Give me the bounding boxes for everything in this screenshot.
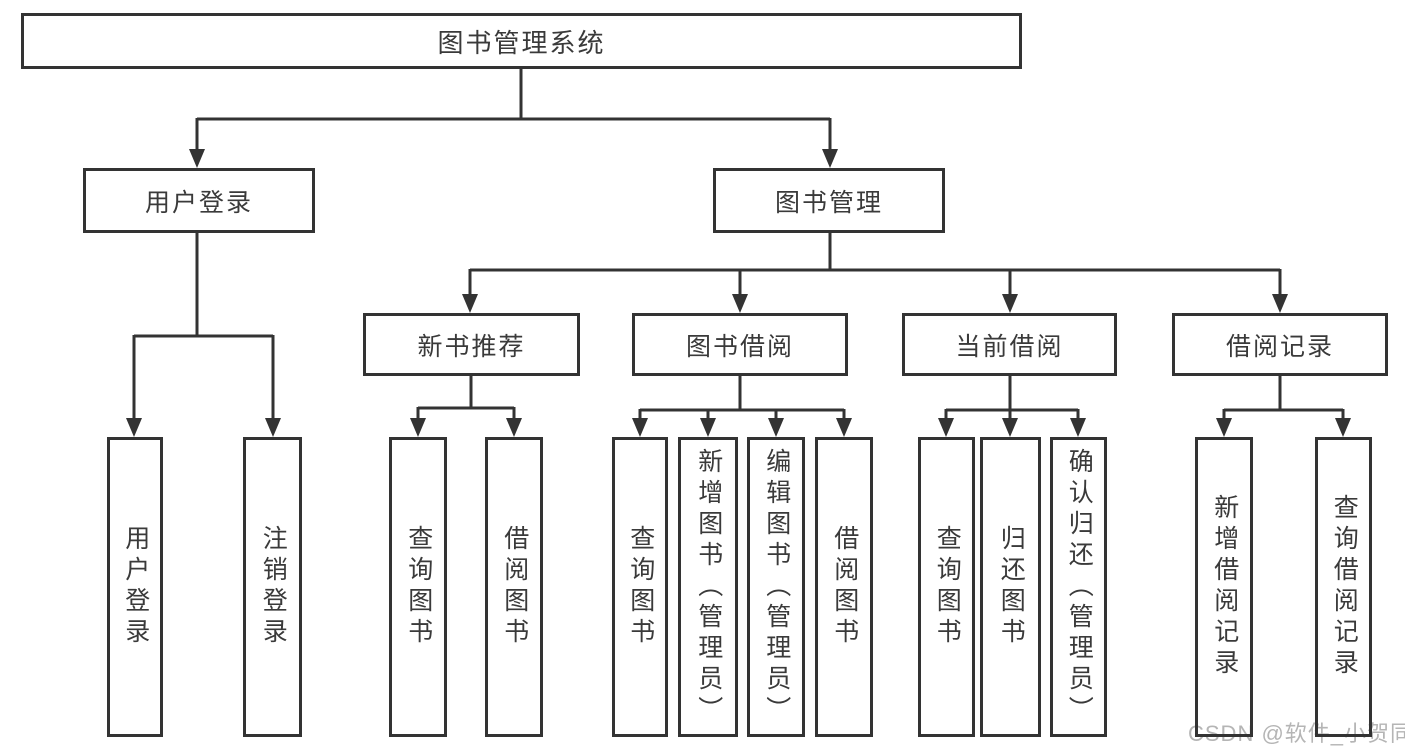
leaf-confirm-return-admin: 确认归还（管理员） [1050,437,1107,737]
node-book-borrowing: 图书借阅 [632,313,848,376]
watermark-text: CSDN @软件_小贺同学 [1188,721,1405,746]
arrowhead [1002,418,1018,437]
leaf-add-borrow-record: 新增借阅记录 [1195,437,1253,737]
node-label: 用户登录 [144,188,253,217]
node-label: 图书管理 [774,188,883,217]
arrowhead [822,149,838,168]
connector-current-to-leaves [944,376,1080,420]
arrowhead [732,294,748,313]
node-label: 借阅图书 [500,525,529,649]
arrowhead [632,418,648,437]
node-new-book-recommend: 新书推荐 [363,313,580,376]
leaf-query-book-current: 查询图书 [918,437,975,737]
leaf-return-book: 归还图书 [980,437,1041,737]
connector-records-to-leaves [1222,376,1345,420]
arrowhead [189,149,205,168]
node-label: 归还图书 [997,525,1026,649]
connector-mgmt-to-level3 [468,233,1282,296]
connector-recommend-to-leaves [416,376,516,420]
node-label: 新增借阅记录 [1210,494,1239,680]
leaf-edit-book-admin: 编辑图书（管理员） [747,437,805,737]
leaf-query-borrow-record: 查询借阅记录 [1315,437,1372,737]
node-label: 当前借阅 [955,332,1064,361]
node-label: 编辑图书（管理员） [762,448,791,727]
arrowhead [1002,294,1018,313]
connector-root-to-level2 [195,69,832,150]
node-label: 新增图书（管理员） [694,448,723,727]
arrowhead [1272,294,1288,313]
node-label: 查询图书 [404,525,433,649]
node-user-login: 用户登录 [83,168,315,233]
node-book-management: 图书管理 [713,168,945,233]
arrowhead [1216,418,1232,437]
arrowhead [462,294,478,313]
leaf-borrow-book-borrowing: 借阅图书 [815,437,873,737]
arrowhead [768,418,784,437]
leaf-borrow-book-recommend: 借阅图书 [485,437,543,737]
node-label: 借阅记录 [1225,332,1334,361]
node-label: 查询图书 [933,525,962,649]
arrowheads [126,149,1351,437]
leaf-query-book-recommend: 查询图书 [389,437,447,737]
arrowhead [1070,418,1086,437]
arrowhead [1335,418,1351,437]
leaf-add-book-admin: 新增图书（管理员） [678,437,738,737]
node-current-borrowing: 当前借阅 [902,313,1117,376]
arrowhead [700,418,716,437]
connector-paths [132,69,1345,420]
connector-login-to-leaves [132,233,275,420]
node-library-system-root: 图书管理系统 [21,13,1022,69]
node-label: 确认归还（管理员） [1065,448,1094,727]
node-label: 借阅图书 [830,525,859,649]
arrowhead [938,418,954,437]
node-label: 新书推荐 [417,332,526,361]
node-label: 用户登录 [121,525,150,649]
node-label: 查询图书 [626,525,655,649]
connector-borrowing-to-leaves [638,376,846,420]
arrowhead [126,418,142,437]
node-label: 图书借阅 [685,332,794,361]
leaf-logout: 注销登录 [243,437,302,737]
arrowhead [410,418,426,437]
leaf-user-login: 用户登录 [107,437,163,737]
node-label: 注销登录 [259,525,288,649]
leaf-query-book-borrowing: 查询图书 [612,437,668,737]
node-borrowing-records: 借阅记录 [1172,313,1388,376]
arrowhead [265,418,281,437]
arrowhead [836,418,852,437]
node-label: 图书管理系统 [437,27,606,58]
arrowhead [506,418,522,437]
node-label: 查询借阅记录 [1330,494,1359,680]
